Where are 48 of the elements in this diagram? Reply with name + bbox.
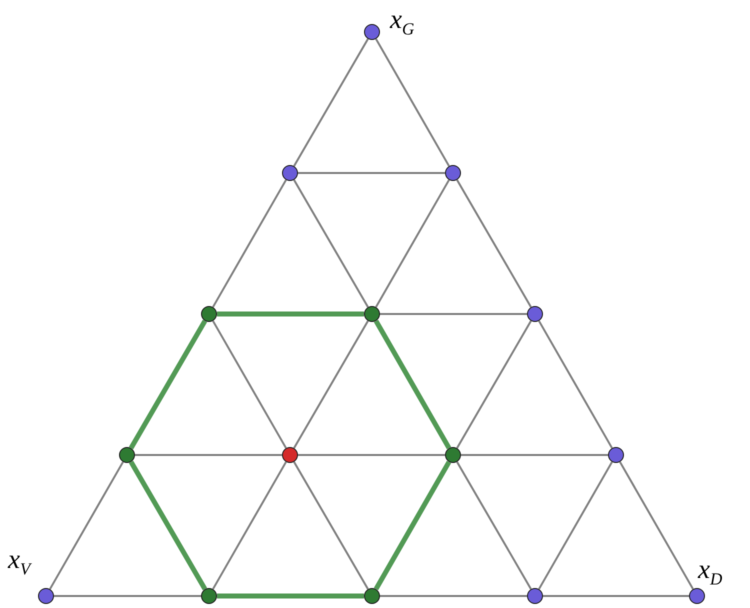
grid-point	[445, 447, 461, 463]
grid-line	[212, 179, 287, 308]
grid-line	[49, 461, 124, 590]
grid-line	[461, 454, 608, 456]
grid-line	[293, 179, 369, 308]
point-label: x$_{V}$	[8, 546, 30, 578]
grid-line	[456, 320, 532, 449]
point-label: x$_{G}$	[390, 6, 414, 38]
grid-line	[374, 320, 452, 450]
grid-point	[38, 588, 54, 604]
grid-line	[293, 461, 369, 590]
grid-line	[298, 172, 445, 174]
grid-line	[293, 38, 369, 167]
grid-line	[543, 595, 689, 597]
grid-point	[527, 588, 543, 604]
grid-point	[201, 306, 217, 322]
grid-line	[374, 460, 452, 590]
grid-point	[282, 447, 298, 463]
grid-line	[128, 460, 208, 590]
grid-line	[298, 454, 445, 456]
grid-line	[217, 312, 364, 316]
grid-line	[538, 461, 613, 590]
grid-line	[135, 454, 282, 456]
grid-line	[128, 320, 208, 450]
grid-line	[619, 461, 694, 590]
grid-line	[217, 594, 364, 598]
grid-line	[293, 320, 369, 449]
grid-point	[364, 588, 380, 604]
grid-line	[212, 320, 287, 449]
grid-point	[282, 165, 298, 181]
grid-line	[456, 179, 532, 308]
grid-line	[212, 461, 287, 590]
grid-line	[375, 179, 450, 308]
grid-point	[364, 306, 380, 322]
grid-line	[456, 461, 532, 590]
grid-point	[201, 588, 217, 604]
grid-point	[445, 165, 461, 181]
grid-point	[689, 588, 705, 604]
grid-point	[527, 306, 543, 322]
grid-point	[119, 447, 135, 463]
point-label: x$_{D}$	[698, 556, 722, 588]
grid-line	[375, 38, 450, 167]
grid-line	[380, 595, 527, 597]
grid-line	[380, 313, 527, 315]
grid-line	[538, 320, 613, 449]
grid-line	[54, 595, 201, 597]
grid-point	[608, 447, 624, 463]
grid-point	[364, 24, 380, 40]
